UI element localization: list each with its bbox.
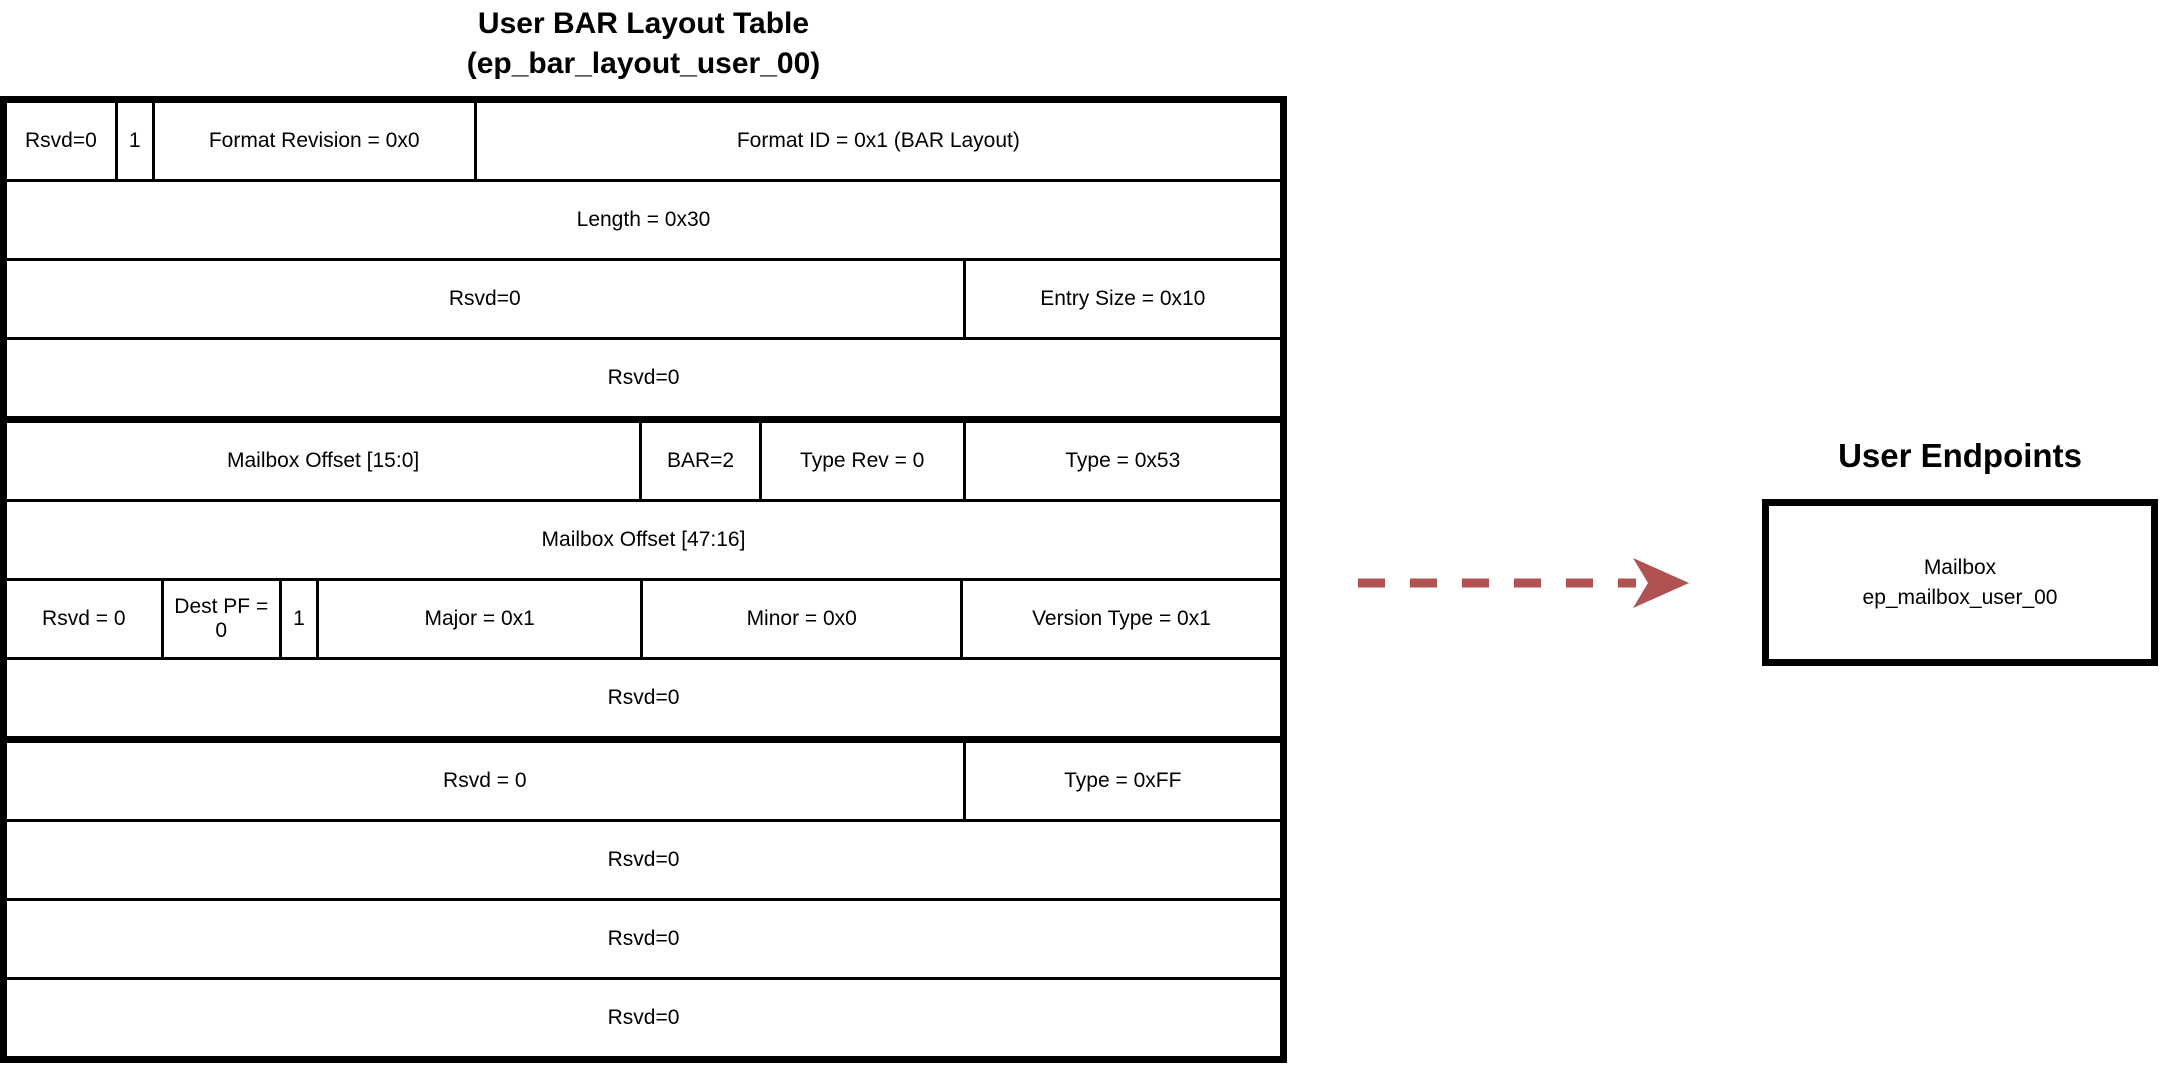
table-cell: Type Rev = 0 [762, 423, 966, 499]
mailbox-endpoint-box: Mailbox ep_mailbox_user_00 [1762, 499, 2158, 666]
table-cell: 1 [282, 581, 319, 657]
table-cell: 1 [118, 103, 155, 179]
bar-table-title-line1: User BAR Layout Table [477, 7, 810, 40]
table-cell: Length = 0x30 [576, 207, 711, 231]
bar-layout-table: Rsvd=0 1 Format Revision = 0x0 Format ID… [0, 96, 1287, 1063]
table-cell: Mailbox Offset [15:0] [7, 423, 643, 499]
table-cell: Version Type = 0x1 [1032, 606, 1211, 630]
dashed-arrow-icon [1358, 558, 1689, 608]
table-row: Rsvd = 0 Type = 0xFF [7, 743, 1280, 822]
dashed-arrow-head [1633, 558, 1689, 608]
table-row: Rsvd=0 [7, 660, 1280, 743]
table-cell: Entry Size = 0x10 [1040, 286, 1206, 310]
table-row: Rsvd=0 [7, 901, 1280, 980]
table-cell: Rsvd = 0 [7, 581, 164, 657]
table-row: Mailbox Offset [47:16] [7, 502, 1280, 581]
table-cell: Major = 0x1 [319, 581, 644, 657]
table-cell: Rsvd=0 [607, 685, 680, 709]
table-cell: Mailbox Offset [47:16] [541, 527, 746, 551]
bar-table-title-line2: (ep_bar_layout_user_00) [466, 47, 821, 80]
mailbox-label: Mailbox [1923, 555, 1997, 579]
table-cell: Rsvd = 0 [7, 743, 966, 819]
table-row: Mailbox Offset [15:0] BAR=2 Type Rev = 0… [7, 423, 1280, 502]
table-row: Length = 0x30 [7, 182, 1280, 261]
table-row: Rsvd=0 [7, 980, 1280, 1056]
table-cell: Minor = 0x0 [643, 581, 963, 657]
table-cell: Dest PF = 0 [164, 581, 282, 657]
table-cell: Rsvd=0 [607, 926, 680, 950]
table-cell: Type = 0xFF [1064, 768, 1182, 792]
table-cell: Type = 0x53 [1065, 448, 1181, 472]
bar-table-title: User BAR Layout Table (ep_bar_layout_use… [0, 4, 1287, 84]
table-row: Rsvd=0 1 Format Revision = 0x0 Format ID… [7, 103, 1280, 182]
table-row: Rsvd=0 Entry Size = 0x10 [7, 261, 1280, 340]
table-cell: Rsvd=0 [7, 261, 966, 337]
table-cell: Rsvd=0 [607, 365, 680, 389]
table-row: Rsvd=0 [7, 822, 1280, 901]
table-cell: Format Revision = 0x0 [155, 103, 477, 179]
table-cell: BAR=2 [642, 423, 762, 499]
table-cell: Rsvd=0 [7, 103, 118, 179]
mailbox-instance-name: ep_mailbox_user_00 [1862, 585, 2058, 609]
table-cell: Rsvd=0 [607, 1005, 680, 1029]
table-cell: Format ID = 0x1 (BAR Layout) [736, 128, 1020, 152]
table-row: Rsvd = 0 Dest PF = 0 1 Major = 0x1 Minor… [7, 581, 1280, 660]
table-row: Rsvd=0 [7, 340, 1280, 423]
table-cell: Rsvd=0 [607, 847, 680, 871]
endpoints-title: User Endpoints [1838, 437, 2082, 474]
